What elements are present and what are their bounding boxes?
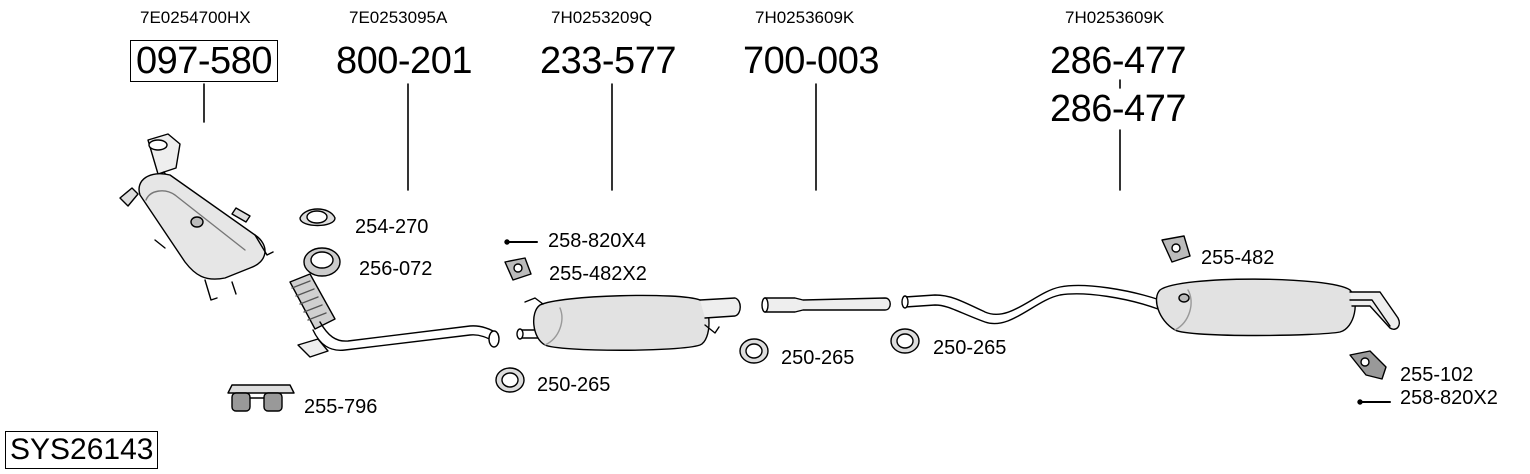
part-number-rear-silencer-1[interactable]: 286-477: [1050, 40, 1186, 82]
accessory-label-255-102[interactable]: 255-102: [1400, 364, 1474, 386]
accessory-label-254-270[interactable]: 254-270: [355, 216, 429, 238]
accessory-label-256-072[interactable]: 256-072: [359, 258, 433, 280]
gasket-256-072-icon[interactable]: [303, 247, 341, 277]
accessory-label-258-820x4[interactable]: 258-820X4: [548, 230, 646, 252]
center-silencer-shape[interactable]: [516, 294, 741, 351]
accessory-label-255-482x2[interactable]: 255-482X2: [549, 263, 647, 285]
accessory-label-250-265-rear[interactable]: 250-265: [933, 337, 1007, 359]
oem-number-intermediate-pipe: 7H0253609K: [755, 8, 855, 27]
mount-255-796-icon[interactable]: [227, 384, 295, 412]
bolt-258-820x4-icon[interactable]: [504, 239, 538, 245]
oem-number-center-silencer: 7H0253209Q: [551, 8, 653, 27]
clamp-254-270-icon[interactable]: [299, 208, 336, 227]
accessory-label-255-796[interactable]: 255-796: [304, 396, 378, 418]
accessory-label-250-265-center[interactable]: 250-265: [537, 374, 611, 396]
intermediate-pipe-shape[interactable]: [761, 297, 891, 313]
part-number-center-silencer[interactable]: 233-577: [540, 40, 676, 82]
part-number-rear-silencer-2[interactable]: 286-477: [1050, 88, 1186, 130]
leader-lines: [203, 79, 1121, 191]
oem-number-front-pipe: 7E0253095A: [349, 8, 448, 27]
clamp-250-265-center-icon[interactable]: [495, 367, 525, 393]
hanger-255-482-icon[interactable]: [1161, 235, 1191, 263]
clamp-250-265-rear-icon[interactable]: [890, 328, 920, 354]
part-number-catalyst[interactable]: 097-580: [130, 40, 278, 82]
accessory-label-258-820x2[interactable]: 258-820X2: [1400, 387, 1498, 409]
accessory-label-250-265-mid[interactable]: 250-265: [781, 347, 855, 369]
rear-silencer-shape[interactable]: [901, 278, 1400, 337]
bolt-258-820x2-icon[interactable]: [1357, 399, 1391, 405]
system-code: SYS26143: [5, 431, 159, 469]
front-pipe-shape[interactable]: [289, 273, 500, 358]
accessory-label-255-482[interactable]: 255-482: [1201, 247, 1275, 269]
clamp-250-265-mid-icon[interactable]: [739, 338, 769, 364]
hanger-255-102-icon[interactable]: [1349, 350, 1387, 380]
oem-number-rear-silencer: 7H0253609K: [1065, 8, 1165, 27]
part-number-intermediate-pipe[interactable]: 700-003: [743, 40, 879, 82]
hanger-255-482x2-icon[interactable]: [504, 257, 532, 281]
catalyst-shape[interactable]: [119, 133, 274, 301]
oem-number-catalyst: 7E0254700HX: [140, 8, 251, 27]
part-number-front-pipe[interactable]: 800-201: [336, 40, 472, 82]
